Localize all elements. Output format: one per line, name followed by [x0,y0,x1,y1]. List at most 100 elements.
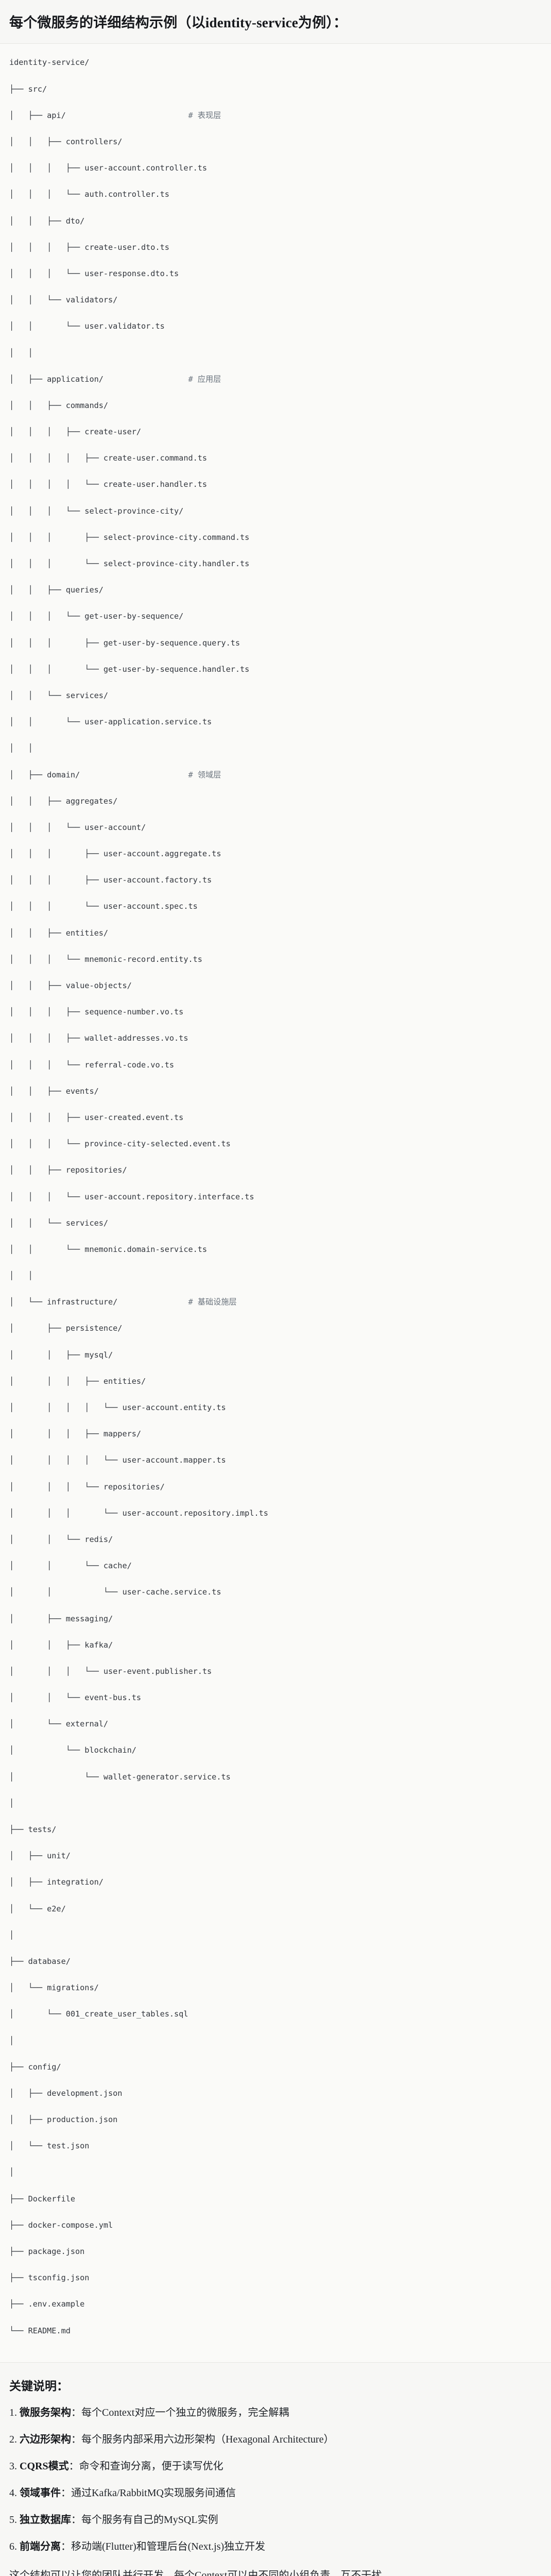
tree-line-comment: # 领域层 [188,770,221,779]
tree-line: │ │ │ └── user-response.dto.ts [9,268,179,278]
tree-line: ├── database/ [9,1956,71,1966]
tree-line: │ [9,1798,14,1808]
key-point-number: 4. [9,2487,20,2499]
tree-line: │ ├── persistence/ [9,1324,123,1333]
tree-line: │ ├── integration/ [9,1877,104,1887]
tree-line: │ │ │ └── referral-code.vo.ts [9,1060,175,1070]
key-point-item: 6. 前端分离：移动端(Flutter)和管理后台(Next.js)独立开发 [9,2539,542,2554]
tree-line-comment: # 表现层 [188,110,221,120]
tree-line: │ ├── production.json [9,2115,118,2125]
tree-line: │ │ │ └── select-province-city/ [9,506,184,516]
tree-line: │ │ [9,1271,33,1281]
tree-line: │ │ ├── events/ [9,1086,99,1096]
key-point-number: 2. [9,2433,20,2445]
tree-line: │ │ └── services/ [9,1218,109,1228]
tree-line: │ │ │ ├── create-user/ [9,427,142,437]
key-point-term: 微服务架构 [20,2406,71,2418]
key-points-footer: 这个结构可以让您的团队并行开发，每个Context可以由不同的小组负责，互不干扰… [9,2569,392,2576]
tree-line: │ ├── api/ # 表现层 [9,110,221,120]
key-point-item: 1. 微服务架构：每个Context对应一个独立的微服务，完全解耦 [9,2405,542,2420]
tree-line: ├── .env.example [9,2299,85,2309]
tree-line: │ │ │ ├── user-account.aggregate.ts [9,849,221,859]
tree-line: │ │ ├── aggregates/ [9,796,118,806]
tree-line: │ │ │ ├── select-province-city.command.t… [9,532,250,542]
tree-line: │ │ │ └── user-account.repository.impl.t… [9,1508,268,1518]
tree-line: │ │ ├── entities/ [9,928,109,938]
key-point-term: 六边形架构 [20,2433,71,2445]
tree-line: ├── docker-compose.yml [9,2220,113,2230]
tree-line: │ │ │ ├── user-account.factory.ts [9,875,212,885]
tree-line: │ │ │ └── user-account.repository.interf… [9,1192,254,1201]
tree-line: │ │ ├── controllers/ [9,137,123,146]
tree-line: │ │ │ │ └── user-account.entity.ts [9,1403,226,1412]
tree-line: │ │ │ └── user-account/ [9,822,146,832]
tree-line: │ │ └── validators/ [9,295,118,305]
tree-line: │ └── e2e/ [9,1904,66,1913]
key-point-description: 通过Kafka/RabbitMQ实现服务间通信 [71,2487,236,2499]
tree-line: │ │ └── redis/ [9,1534,113,1544]
key-point-number: 3. [9,2460,20,2472]
tree-line: │ └── 001_create_user_tables.sql [9,2009,188,2019]
tree-line: │ [9,2036,14,2045]
tree-line: │ ├── development.json [9,2088,123,2098]
tree-line: │ [9,2167,14,2177]
tree-line: │ │ │ └── auth.controller.ts [9,190,169,199]
tree-line: │ │ │ ├── wallet-addresses.vo.ts [9,1033,188,1043]
tree-line: ├── tsconfig.json [9,2273,90,2283]
tree-line: │ └── external/ [9,1719,109,1729]
tree-line: │ │ ├── kafka/ [9,1640,113,1650]
tree-line: │ │ │ ├── user-account.controller.ts [9,163,208,173]
key-point-term: 独立数据库 [20,2514,71,2526]
key-point-separator: ： [61,2540,71,2552]
tree-line: │ │ │ └── get-user-by-sequence.handler.t… [9,664,250,674]
key-point-number: 6. [9,2540,20,2552]
key-point-number: 5. [9,2514,20,2526]
tree-line: │ │ │ └── user-event.publisher.ts [9,1666,212,1676]
tree-line: │ │ │ ├── sequence-number.vo.ts [9,1007,184,1017]
page-title: 每个微服务的详细结构示例（以identity-service为例）： [9,15,348,30]
key-point-item: 3. CQRS模式：命令和查询分离，便于读写优化 [9,2459,542,2474]
tree-line: │ │ ├── commands/ [9,400,109,410]
tree-line: │ └── wallet-generator.service.ts [9,1772,231,1782]
tree-line: │ ├── application/ # 应用层 [9,374,221,384]
tree-line-comment: # 基础设施层 [188,1297,237,1307]
tree-line: │ ├── domain/ # 领域层 [9,770,221,779]
key-point-number: 1. [9,2406,20,2418]
key-point-description: 命令和查询分离，便于读写优化 [79,2460,223,2472]
tree-line: │ │ │ ├── mappers/ [9,1429,142,1439]
tree-line: │ │ ├── dto/ [9,216,85,226]
tree-line: │ │ │ └── province-city-selected.event.t… [9,1139,231,1149]
tree-line: │ │ │ │ ├── create-user.command.ts [9,453,208,463]
tree-line-comment: # 应用层 [188,374,221,384]
key-point-separator: ： [71,2514,81,2526]
tree-line: │ │ │ ├── user-created.event.ts [9,1112,184,1122]
tree-line: │ │ │ ├── get-user-by-sequence.query.ts [9,638,240,648]
tree-line: ├── package.json [9,2247,85,2256]
key-points-title: 关键说明： [9,2379,68,2393]
tree-line: ├── config/ [9,2062,61,2072]
key-point-separator: ： [68,2460,79,2472]
tree-line: │ [9,1930,14,1940]
tree-line: │ ├── unit/ [9,1851,71,1861]
tree-line: │ │ └── user-cache.service.ts [9,1587,221,1597]
tree-line: │ │ │ └── user-account.spec.ts [9,902,198,911]
key-point-term: 领域事件 [20,2487,61,2499]
tree-line: │ │ └── cache/ [9,1561,132,1571]
tree-line: └── README.md [9,2326,71,2335]
tree-line: │ │ └── mnemonic.domain-service.ts [9,1244,208,1254]
tree-line: │ │ ├── value-objects/ [9,981,132,990]
tree-line: │ │ │ └── get-user-by-sequence/ [9,612,184,621]
tree-line: │ └── infrastructure/ # 基础设施层 [9,1297,237,1307]
key-points-section: 关键说明： 1. 微服务架构：每个Context对应一个独立的微服务，完全解耦 2… [0,2362,551,2576]
key-point-separator: ： [61,2487,71,2499]
tree-line: │ │ └── user-application.service.ts [9,717,212,727]
tree-line: │ │ └── user.validator.ts [9,321,165,331]
tree-line: │ │ │ └── mnemonic-record.entity.ts [9,954,202,964]
key-point-description: 每个服务内部采用六边形架构（Hexagonal Architecture） [81,2433,334,2445]
key-point-term: 前端分离 [20,2540,61,2552]
key-point-separator: ： [71,2406,81,2418]
tree-line: │ │ ├── mysql/ [9,1350,113,1360]
tree-line: │ └── test.json [9,2141,90,2151]
key-point-item: 5. 独立数据库：每个服务有自己的MySQL实例 [9,2512,542,2528]
